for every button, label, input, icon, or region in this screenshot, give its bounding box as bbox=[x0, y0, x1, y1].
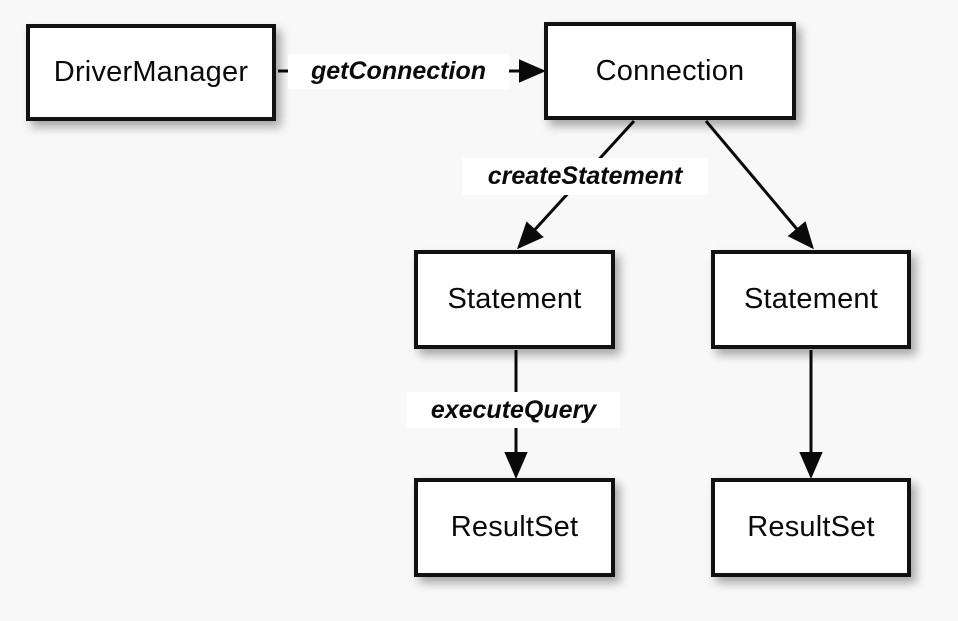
edge-label-getconnection: getConnection bbox=[288, 54, 509, 89]
edge-label-createstatement: createStatement bbox=[462, 158, 708, 195]
edge-connection-to-statement-right bbox=[704, 120, 814, 250]
edge-label-getconnection-text: getConnection bbox=[311, 57, 486, 85]
node-drivermanager[interactable]: DriverManager bbox=[26, 24, 276, 121]
node-connection[interactable]: Connection bbox=[544, 22, 796, 120]
edge-label-createstatement-text: createStatement bbox=[487, 162, 683, 190]
node-resultset-right-label: ResultSet bbox=[747, 511, 875, 543]
edge-label-executequery-text: executeQuery bbox=[430, 395, 597, 424]
node-resultset-right[interactable]: ResultSet bbox=[711, 478, 911, 577]
node-resultset-left-label: ResultSet bbox=[450, 511, 579, 543]
node-statement-left[interactable]: Statement bbox=[414, 250, 615, 349]
node-resultset-left[interactable]: ResultSet bbox=[414, 478, 615, 577]
node-connection-label: Connection bbox=[595, 54, 745, 87]
node-statement-right-label: Statement bbox=[744, 283, 878, 315]
node-drivermanager-label: DriverManager bbox=[53, 56, 249, 88]
edge-label-executequery: executeQuery bbox=[407, 392, 620, 428]
node-statement-right[interactable]: Statement bbox=[711, 250, 911, 349]
node-statement-left-label: Statement bbox=[447, 283, 582, 315]
